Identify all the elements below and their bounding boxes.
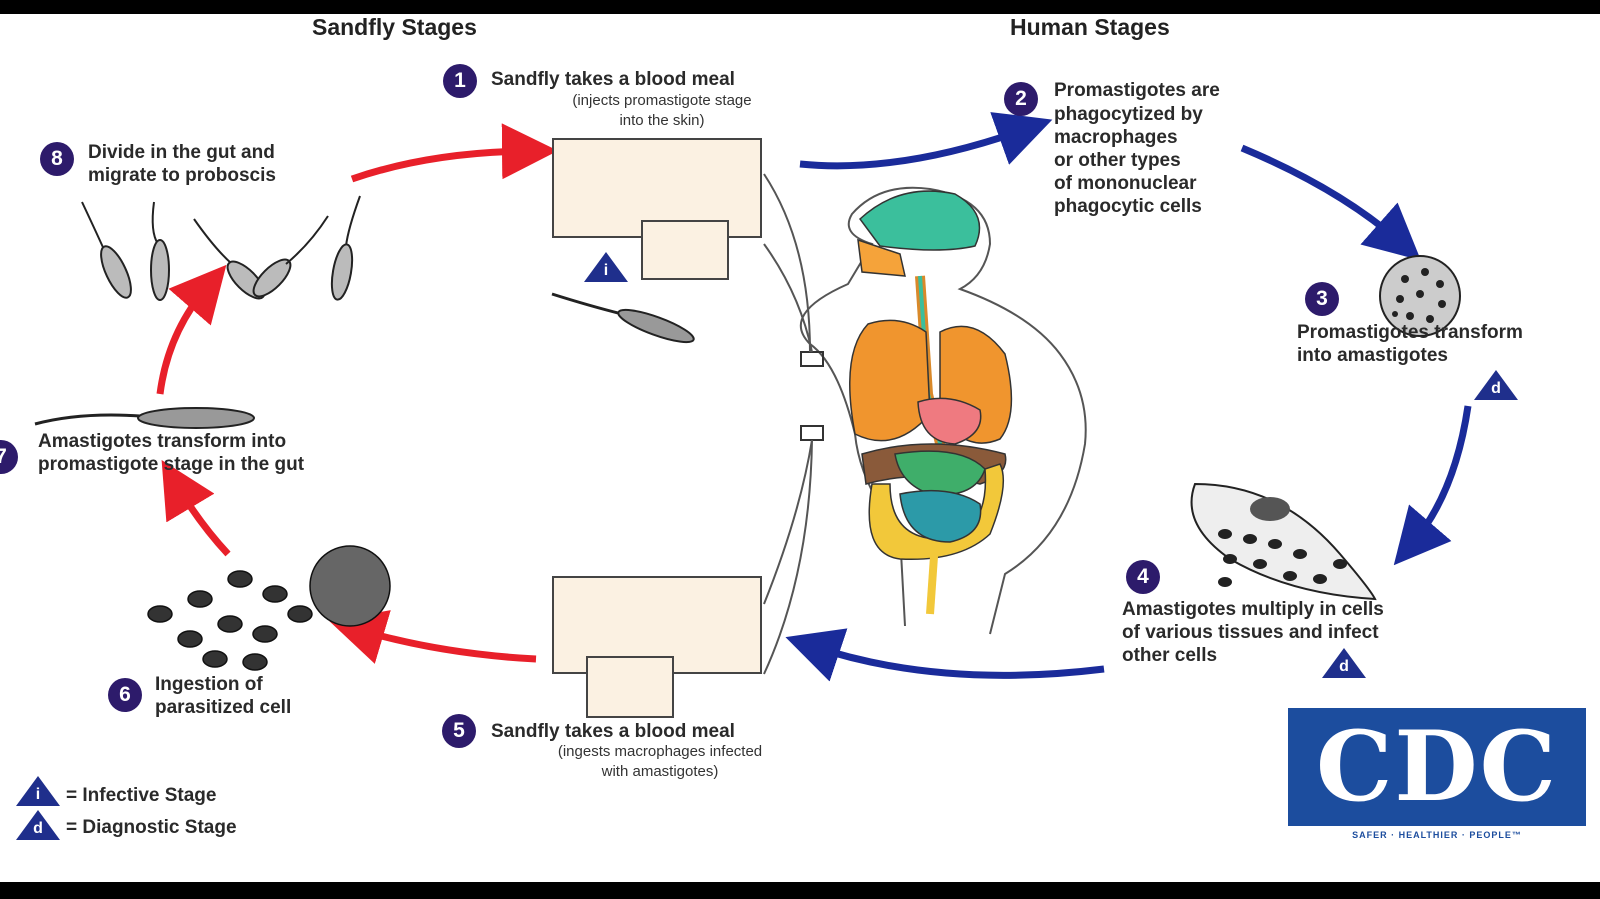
step-4-diagnostic-stage-icon: d bbox=[1322, 648, 1366, 678]
step-7-line-1: Amastigotes transform into bbox=[38, 431, 287, 452]
step-5-badge: 5 bbox=[442, 714, 476, 748]
step-6-line-1: Ingestion of bbox=[155, 674, 263, 695]
stage3-cell-illustration bbox=[1379, 255, 1461, 337]
step-8-line-2: migrate to proboscis bbox=[88, 165, 276, 186]
step-4-line-2: of various tissues and infect bbox=[1122, 622, 1379, 643]
step-7-line-2: promastigote stage in the gut bbox=[38, 454, 305, 475]
step-3-diagnostic-stage-icon: d bbox=[1474, 370, 1518, 400]
step-5-sub-1: (ingests macrophages infected bbox=[557, 743, 763, 760]
human-body-illustration bbox=[763, 173, 1087, 675]
promastigotes-illustration bbox=[81, 195, 361, 301]
life-cycle-diagram: Sandfly Stages Human Stages 1 Sandfly ta… bbox=[0, 14, 1600, 882]
arrow-5-to-6 bbox=[329, 610, 537, 664]
step-1-badge: 1 bbox=[443, 64, 477, 98]
arrow-6-to-7 bbox=[161, 459, 231, 557]
promastigote-inset-top bbox=[641, 220, 729, 280]
step-1-infective-stage-icon: i bbox=[584, 252, 628, 282]
stage4-infected-cell-illustration bbox=[1190, 482, 1377, 601]
step-3-line-2: into amastigotes bbox=[1297, 345, 1448, 366]
step-2-badge: 2 bbox=[1004, 82, 1038, 116]
step-1-sub-2: into the skin) bbox=[619, 112, 705, 129]
step-8-badge: 8 bbox=[40, 142, 74, 176]
arrow-4-to-5 bbox=[785, 628, 1105, 682]
step-2-line-2: phagocytized by bbox=[1054, 104, 1203, 125]
step-2-line-4: or other types bbox=[1054, 150, 1181, 171]
step-2-line-3: macrophages bbox=[1054, 127, 1178, 148]
arrow-2-to-3 bbox=[1240, 144, 1421, 261]
arrow-8-to-1 bbox=[350, 123, 558, 183]
legend-diagnostic-icon: d bbox=[16, 810, 60, 840]
step-1-sub-1: (injects promastigote stage bbox=[572, 92, 752, 109]
arrow-3-to-4 bbox=[1393, 405, 1472, 566]
step-2-line-1: Promastigotes are bbox=[1054, 80, 1220, 101]
promastigote-near-sandfly-illustration bbox=[551, 292, 695, 344]
amastigote-inset-bottom bbox=[586, 656, 674, 718]
cdc-logo: CDC bbox=[1288, 708, 1586, 826]
cdc-logo-tagline: SAFER · HEALTHIER · PEOPLE™ bbox=[1352, 830, 1522, 840]
sandfly-stages-header: Sandfly Stages bbox=[312, 14, 477, 40]
legend-infective-label: = Infective Stage bbox=[66, 785, 217, 806]
step-7-badge: 7 bbox=[0, 440, 18, 474]
step-4-line-3: other cells bbox=[1122, 645, 1218, 666]
step-4-badge: 4 bbox=[1126, 560, 1160, 594]
step-2-line-6: phagocytic cells bbox=[1054, 196, 1202, 217]
step-2-line-5: of mononuclear bbox=[1054, 173, 1197, 194]
human-stages-header: Human Stages bbox=[1010, 14, 1170, 40]
step-8-line-1: Divide in the gut and bbox=[88, 142, 275, 163]
cdc-logo-text: CDC bbox=[1315, 710, 1559, 823]
step-6-line-2: parasitized cell bbox=[155, 697, 292, 718]
step-3-badge: 3 bbox=[1305, 282, 1339, 316]
parasitized-cells-illustration bbox=[147, 545, 391, 671]
legend-infective-icon: i bbox=[16, 776, 60, 806]
arrow-7-to-8 bbox=[156, 264, 227, 395]
diagram-artwork bbox=[34, 112, 1472, 682]
step-6-badge: 6 bbox=[108, 678, 142, 712]
step-4-line-1: Amastigotes multiply in cells bbox=[1122, 599, 1384, 620]
stage7-promastigote-illustration bbox=[34, 407, 255, 429]
step-3-line-1: Promastigotes transform bbox=[1297, 322, 1523, 343]
legend-diagnostic-label: = Diagnostic Stage bbox=[66, 817, 237, 838]
arrow-1-to-2 bbox=[799, 112, 1053, 170]
step-1-title: Sandfly takes a blood meal bbox=[491, 69, 735, 90]
step-5-title: Sandfly takes a blood meal bbox=[491, 721, 735, 742]
step-5-sub-2: with amastigotes) bbox=[601, 763, 719, 780]
